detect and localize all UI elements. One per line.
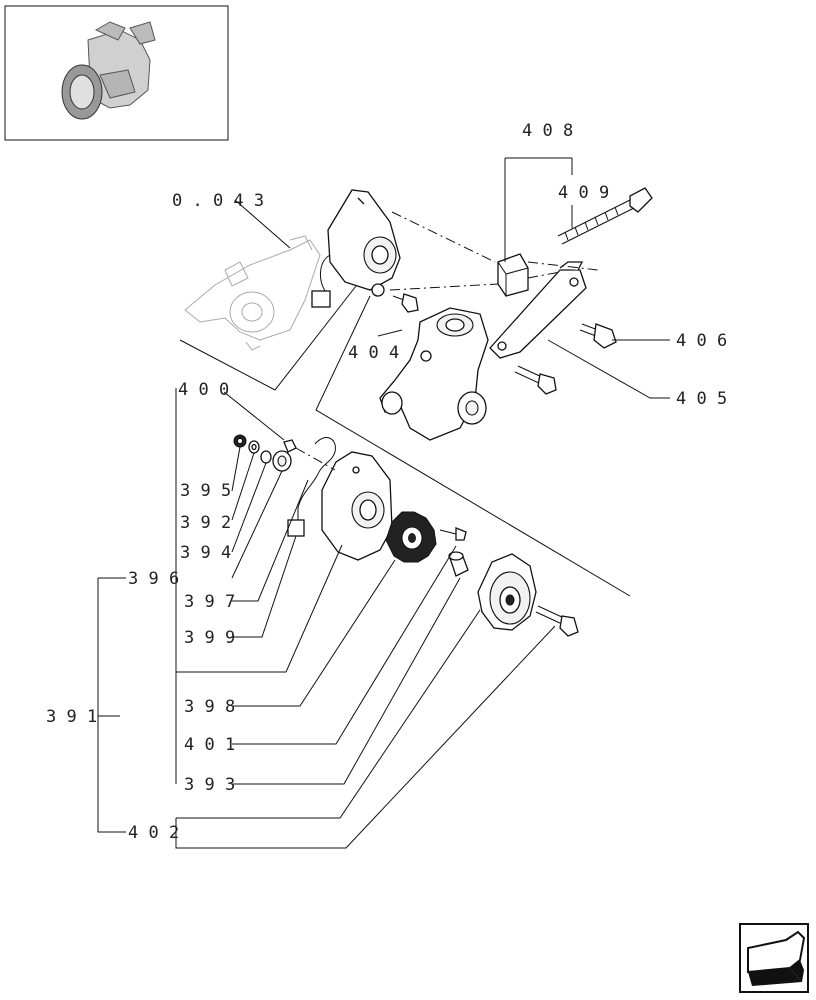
label-part-393[interactable]: 3 9 3 — [184, 775, 235, 795]
label-part-392[interactable]: 3 9 2 — [180, 513, 231, 533]
pulley-402 — [477, 553, 537, 631]
label-part-404[interactable]: 4 0 4 — [348, 343, 399, 363]
washer-394 — [260, 450, 272, 464]
label-part-398[interactable]: 3 9 8 — [184, 697, 235, 717]
label-part-397[interactable]: 3 9 7 — [184, 592, 235, 612]
label-part-401[interactable]: 4 0 1 — [184, 735, 235, 755]
label-part-408[interactable]: 4 0 8 — [522, 121, 573, 141]
bolt-406 — [579, 323, 617, 349]
bolt-409 — [557, 187, 653, 245]
label-part-396[interactable]: 3 9 6 — [128, 569, 179, 589]
bearing-397 — [272, 450, 292, 472]
label-part-405[interactable]: 4 0 5 — [676, 389, 727, 409]
bracket-405 — [489, 261, 587, 359]
label-part-399[interactable]: 3 9 9 — [184, 628, 235, 648]
water-pump-housing — [379, 307, 489, 441]
next-page-arrow-icon[interactable] — [739, 923, 809, 993]
label-part-400[interactable]: 4 0 0 — [178, 380, 229, 400]
label-part-402[interactable]: 4 0 2 — [128, 823, 179, 843]
engine-thumbnail-icon[interactable] — [4, 5, 229, 141]
label-ref-0043[interactable]: 0 . 0 4 3 — [172, 191, 264, 211]
label-part-394[interactable]: 3 9 4 — [180, 543, 231, 563]
label-part-409[interactable]: 4 0 9 — [558, 183, 609, 203]
nut-395 — [233, 434, 247, 448]
fan-rotor-401 — [385, 511, 467, 563]
spacer-393 — [448, 551, 469, 577]
engine-block-ghost-outline — [184, 235, 321, 351]
pump-bolt — [514, 365, 557, 395]
spacer-block-408 — [497, 253, 529, 297]
washer-392 — [248, 440, 260, 454]
label-part-395[interactable]: 3 9 5 — [180, 481, 231, 501]
harness-399 — [287, 437, 336, 537]
label-part-391[interactable]: 3 9 1 — [46, 707, 97, 727]
pulley-bolt — [535, 605, 579, 637]
alternator-assembled — [311, 189, 401, 308]
label-part-406[interactable]: 4 0 6 — [676, 331, 727, 351]
bolt-404 — [392, 293, 419, 313]
small-bolt-400 — [283, 439, 297, 453]
